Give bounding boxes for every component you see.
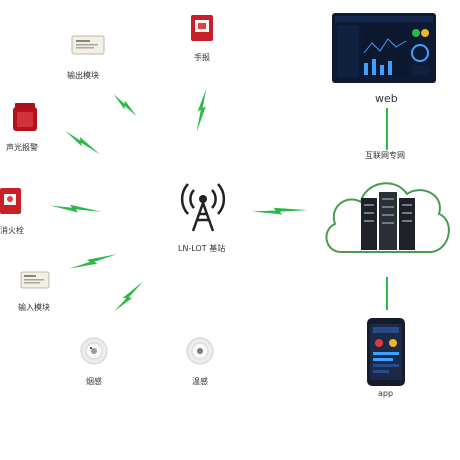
cloud-server-group <box>321 168 455 268</box>
output-module-device <box>71 34 105 56</box>
signal-bolt-cloud <box>251 207 308 215</box>
manual-alarm-icon <box>191 15 213 41</box>
output-module-label: 输出模块 <box>67 71 99 80</box>
server-rack-icon <box>361 192 415 250</box>
output-module-icon <box>71 35 105 55</box>
smoke-sensor-icon <box>80 337 108 365</box>
manual-alarm-device <box>190 14 214 42</box>
sound-light-device <box>12 103 38 133</box>
input-module-icon <box>20 271 50 289</box>
signal-bolt-hydrant <box>50 204 102 213</box>
app-label: app <box>378 389 394 398</box>
smoke-sensor-label: 烟感 <box>86 377 102 386</box>
input-module-device <box>20 270 50 290</box>
manual-alarm-label: 手报 <box>194 53 210 62</box>
hydrant-device <box>0 187 22 215</box>
web-dashboard-screen <box>332 13 436 83</box>
smoke-sensor-device <box>79 336 109 366</box>
signal-bolt-output-module <box>113 93 137 117</box>
web-label: web <box>375 92 398 105</box>
hydrant-label: 消火栓 <box>0 226 24 235</box>
signal-bolt-smoke-sensor <box>114 281 144 312</box>
input-module-label: 输入模块 <box>18 303 50 312</box>
mobile-app-phone <box>367 318 405 386</box>
signal-bolt-sound-light <box>65 130 101 155</box>
base-station-icon <box>178 176 228 232</box>
temp-sensor-device <box>185 336 215 366</box>
hydrant-icon <box>0 188 21 214</box>
signal-bolt-input-module <box>69 254 118 269</box>
temp-sensor-icon <box>186 337 214 365</box>
sound-light-label: 声光报警 <box>6 143 38 152</box>
internet-label: 互联网专网 <box>365 151 405 160</box>
sound-light-icon <box>13 103 37 131</box>
base-station-label: LN-LOT 基站 <box>178 244 226 253</box>
signal-bolt-manual-alarm <box>196 88 207 133</box>
temp-sensor-label: 温感 <box>192 377 208 386</box>
